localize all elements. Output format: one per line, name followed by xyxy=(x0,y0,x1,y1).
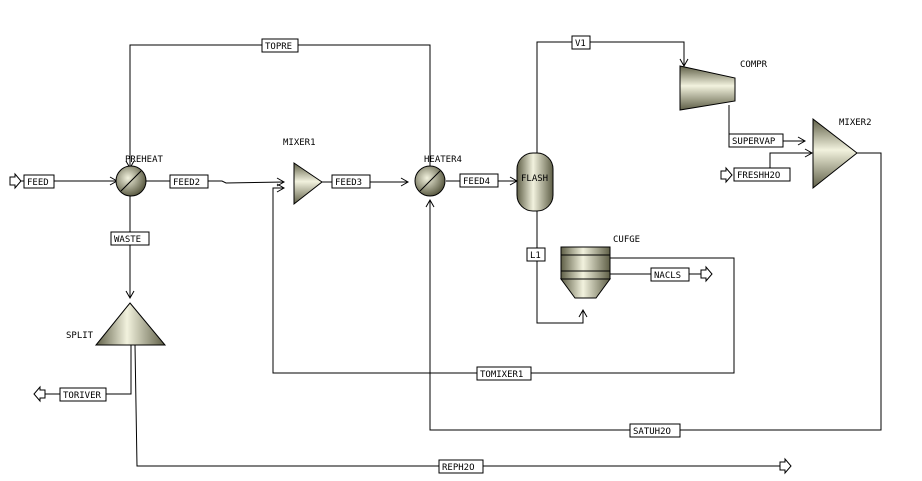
stream-label-tomixer1: TOMIXER1 xyxy=(480,370,523,380)
stream-reph2o-line[interactable] xyxy=(134,344,780,467)
stream-label-reph2o: REPH2O xyxy=(442,463,475,473)
heater4-label: HEATER4 xyxy=(424,155,462,165)
stream-topre-line[interactable] xyxy=(129,44,431,168)
stream-tag-feed[interactable]: FEED xyxy=(23,174,55,189)
stream-v1-line[interactable] xyxy=(536,41,685,155)
heater4-block[interactable] xyxy=(414,165,446,197)
compr-compressor[interactable] xyxy=(679,65,736,111)
stream-label-feed3: FEED3 xyxy=(335,178,362,188)
stream-tags: FEED FEED2 TOPRE FEED3 FEED4 V1 SUPERVAP xyxy=(23,35,791,474)
mixer1-block[interactable] xyxy=(293,162,323,206)
stream-tag-feed3[interactable]: FEED3 xyxy=(331,174,371,189)
stream-label-satuh2o: SATUH2O xyxy=(633,427,671,437)
cufge-label: CUFGE xyxy=(613,235,640,245)
arrowhead-v1 xyxy=(679,58,689,68)
arrowhead-supervap xyxy=(797,136,807,146)
stream-tag-toriver[interactable]: TORIVER xyxy=(59,387,107,402)
stream-tag-supervap[interactable]: SUPERVAP xyxy=(728,133,784,148)
stream-tag-topre[interactable]: TOPRE xyxy=(261,38,299,53)
stream-label-feed4: FEED4 xyxy=(463,177,490,187)
flash-label: FLASH xyxy=(521,174,548,184)
mixer2-block[interactable] xyxy=(812,117,858,190)
stream-tag-feed4[interactable]: FEED4 xyxy=(459,173,499,188)
stream-tag-reph2o[interactable]: REPH2O xyxy=(438,459,484,474)
stream-feed2-line[interactable] xyxy=(146,180,285,184)
freshh2o-inlet-arrow xyxy=(720,166,733,184)
flash-drum[interactable] xyxy=(516,152,554,212)
stream-label-waste: WASTE xyxy=(114,235,141,245)
feed-inlet-arrow xyxy=(9,172,22,190)
toriver-outlet-arrow xyxy=(33,385,46,403)
stream-satuh2o-line[interactable] xyxy=(429,152,882,431)
stream-label-toriver: TORIVER xyxy=(63,391,102,401)
stream-toriver-line[interactable] xyxy=(45,345,132,395)
stream-tag-freshh2o[interactable]: FRESHH2O xyxy=(733,167,791,182)
nacls-outlet-arrow xyxy=(700,265,713,283)
arrowhead-satuh2o xyxy=(425,198,435,208)
stream-label-supervap: SUPERVAP xyxy=(732,137,776,147)
arrowhead-tomixer1 xyxy=(276,183,286,193)
arrowhead-feed2 xyxy=(276,177,286,187)
stream-label-feed: FEED xyxy=(27,178,49,188)
stream-tag-waste[interactable]: WASTE xyxy=(110,231,150,246)
reph2o-outlet-arrow xyxy=(779,457,792,475)
split-block[interactable] xyxy=(94,302,167,346)
stream-label-freshh2o: FRESHH2O xyxy=(737,171,780,181)
arrowhead-l1 xyxy=(578,308,588,318)
stream-label-feed2: FEED2 xyxy=(173,178,200,188)
stream-tag-tomixer1[interactable]: TOMIXER1 xyxy=(476,366,532,381)
stream-l1-line[interactable] xyxy=(536,210,584,324)
stream-tag-v1[interactable]: V1 xyxy=(571,35,591,50)
compr-label: COMPR xyxy=(740,60,768,70)
preheat-label: PREHEAT xyxy=(125,155,164,165)
stream-label-l1: L1 xyxy=(530,251,541,261)
preheat-heat-exchanger[interactable] xyxy=(115,165,147,197)
cufge-centrifuge[interactable] xyxy=(560,246,611,299)
stream-label-topre: TOPRE xyxy=(265,42,292,52)
stream-tag-nacls[interactable]: NACLS xyxy=(650,267,690,282)
mixer1-label: MIXER1 xyxy=(283,138,316,148)
stream-label-nacls: NACLS xyxy=(654,271,681,281)
stream-tag-satuh2o[interactable]: SATUH2O xyxy=(629,423,681,438)
arrowhead-freshh2o xyxy=(804,148,814,158)
arrowhead-waste xyxy=(125,290,135,300)
stream-lines xyxy=(17,41,882,467)
stream-label-v1: V1 xyxy=(575,39,586,49)
stream-tag-feed2[interactable]: FEED2 xyxy=(169,174,209,189)
split-label: SPLIT xyxy=(66,331,94,341)
arrowhead-feed3 xyxy=(400,177,410,187)
mixer2-label: MIXER2 xyxy=(839,118,872,128)
stream-tag-l1[interactable]: L1 xyxy=(526,247,546,262)
